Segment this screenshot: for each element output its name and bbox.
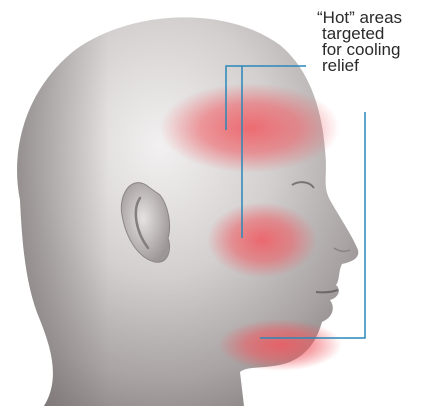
hot-area-cheek	[207, 202, 317, 278]
hot-areas-callout: “Hot” areas targeted for cooling relief	[317, 10, 402, 74]
hot-area-temple	[160, 83, 340, 173]
callout-line-4: relief	[322, 58, 402, 74]
hot-area-jaw	[218, 319, 342, 371]
